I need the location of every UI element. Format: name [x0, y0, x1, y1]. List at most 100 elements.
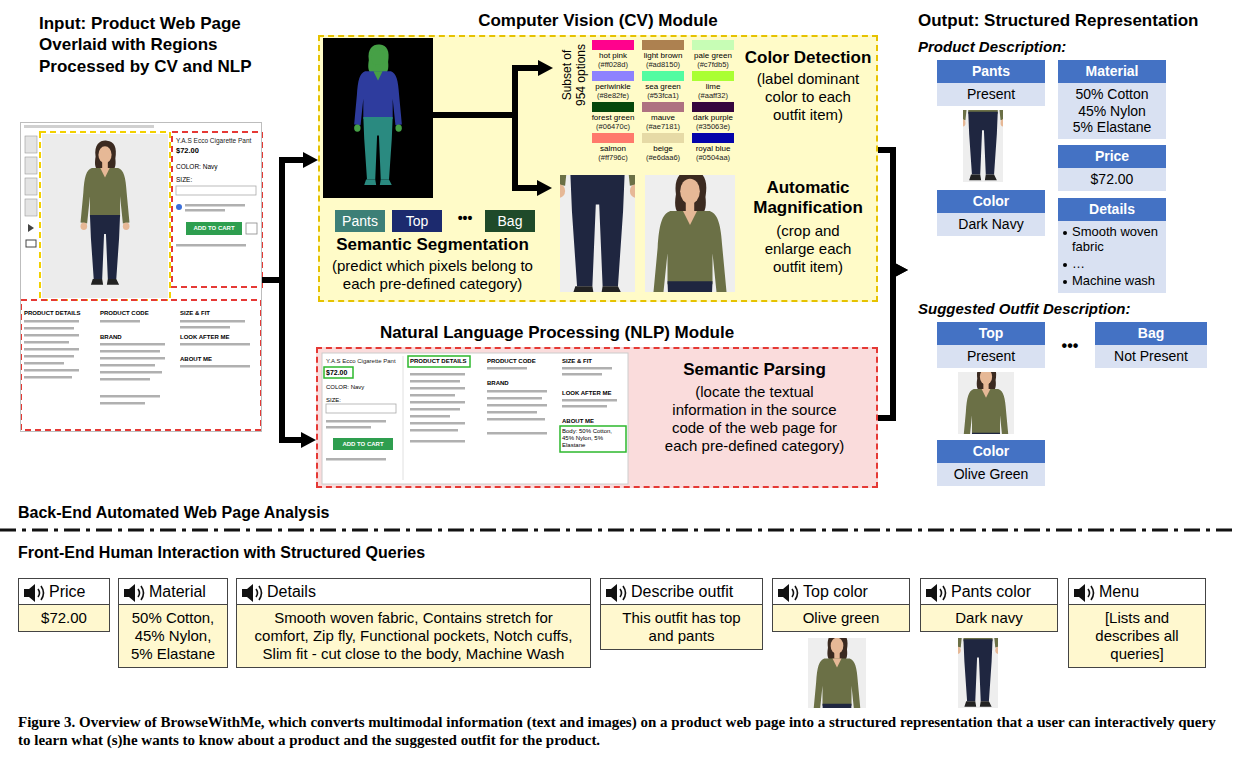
label-text: SIZE & FIT [180, 310, 252, 317]
web-page-screenshot [24, 125, 154, 128]
speaker-icon [38, 586, 44, 600]
label-text: LOOK AFTER ME [180, 334, 252, 341]
label-text: (#e6daa6) [638, 153, 688, 162]
color-legend-item: periwinkle [588, 71, 638, 92]
color-swatch [592, 133, 634, 143]
query-box: Menu[Lists and describes all queries] [1068, 578, 1206, 668]
label-text: (crop and enlarge each outfit item) [758, 222, 858, 276]
card-header: Color [937, 190, 1045, 213]
nlp-screenshot [487, 367, 527, 370]
web-page-screenshot [24, 320, 79, 323]
bullet-dot [1063, 263, 1067, 267]
label-text: COLOR: Navy [176, 163, 256, 171]
segmentation-mask [323, 38, 433, 198]
speaker-icon [940, 586, 946, 600]
label-text: Back-End Automated Web Page Analysis [18, 503, 518, 522]
color-swatch [642, 71, 684, 81]
web-page-screenshot [42, 134, 168, 298]
web-page-screenshot [185, 204, 245, 207]
section-divider [0, 530, 1236, 531]
web-page-screenshot [185, 209, 225, 212]
query-answer: $72.00 [19, 605, 109, 631]
speaker-icon [926, 584, 946, 602]
query-answer: Dark navy [921, 605, 1057, 631]
label-text: Y.A.S Ecco Cigarette Pant [326, 358, 400, 365]
output-thumbnail [942, 359, 1030, 508]
label-text: BRAND [487, 380, 557, 387]
label-text: (#0504aa) [688, 153, 738, 162]
nlp-screenshot [324, 367, 353, 378]
label-text: Suggested Outfit Description: [918, 300, 1218, 318]
web-page-screenshot [26, 240, 36, 247]
web-page-screenshot [100, 371, 162, 374]
query-name: Pants color [921, 579, 1057, 605]
color-name: mauve [638, 113, 688, 123]
flow-arrow [878, 270, 893, 418]
color-legend-item: dark purple [688, 102, 738, 123]
label-text: BRAND [100, 334, 172, 341]
color-swatch [642, 40, 684, 50]
label-text: PRODUCT DETAILS [24, 310, 96, 317]
nlp-screenshot [410, 394, 455, 397]
color-name: light brown [638, 51, 688, 61]
nlp-screenshot [410, 387, 465, 390]
color-legend-item: lime [688, 71, 738, 92]
output-panel: Output: Structured RepresentationPantsPr… [908, 10, 1230, 500]
output-thumbnail [792, 628, 883, 774]
nlp-screenshot [322, 353, 628, 484]
color-legend-item: salmon [588, 133, 638, 154]
nlp-screenshot [562, 405, 607, 408]
query-answer: 50% Cotton, 45% Nylon, 5% Elastane [119, 605, 227, 667]
web-page-screenshot [20, 122, 262, 432]
speaker-icon [778, 584, 798, 602]
color-name: sea green [638, 82, 688, 92]
label-text: (#c7fdb5) [688, 60, 738, 69]
label-text: (#ae7181) [638, 122, 688, 131]
color-swatch [692, 40, 734, 50]
nlp-screenshot [487, 390, 547, 393]
color-legend-item: hot pink [588, 40, 638, 61]
speaker-icon [124, 584, 135, 602]
attribute-card: Price$72.00 [1058, 145, 1166, 191]
segmentation-mask [354, 44, 402, 185]
web-page-screenshot [172, 132, 262, 287]
label-text: (predict which pixels belong to each pre… [320, 257, 545, 293]
label-text: (#06470c) [588, 122, 638, 131]
label-text: (locate the textual information in the s… [657, 383, 852, 455]
query-name: Describe outfit [601, 579, 762, 605]
query-box: Pants colorDark navy [920, 578, 1058, 632]
fork-arrow [433, 65, 538, 191]
input-web-page: Input: Product Web Page Overlaid with Re… [20, 122, 262, 432]
web-page-screenshot [176, 244, 246, 247]
web-page-screenshot [24, 362, 64, 365]
speaker-icon [1074, 584, 1085, 602]
card-header: Color [937, 440, 1045, 463]
web-page-screenshot [81, 141, 130, 285]
query-answer: Smooth woven fabric, Contains stretch fo… [237, 605, 590, 667]
web-page-screenshot [100, 357, 165, 360]
color-swatch [692, 71, 734, 81]
card-header: Price [1058, 145, 1166, 168]
label-text: LOOK AFTER ME [562, 390, 624, 397]
label-text: (#ff028d) [588, 60, 638, 69]
query-name: Menu [1069, 579, 1205, 605]
speaker-icon [606, 584, 626, 602]
color-legend-item: pale green [688, 40, 738, 61]
label-text: (#ad8150) [638, 60, 688, 69]
color-legend-item: beige [638, 133, 688, 154]
color-legend-item: forest green [588, 102, 638, 123]
bullet-dot [1063, 280, 1067, 284]
attribute-card: Material50% Cotton 45% Nylon 5% Elastane [1058, 60, 1166, 139]
chip-label: Bag [485, 210, 535, 232]
web-page-screenshot [246, 223, 257, 234]
speaker-icon [138, 586, 144, 600]
attribute-card: TopPresent [937, 322, 1045, 368]
label-text: PRODUCT CODE [487, 358, 557, 365]
label-text: (#ff796c) [588, 153, 638, 162]
nlp-screenshot [326, 458, 386, 461]
web-page-screenshot [24, 341, 69, 344]
label-text: SIZE: [326, 397, 366, 404]
card-value: 50% Cotton 45% Nylon 5% Elastane [1058, 83, 1166, 139]
flow-arrow [262, 160, 303, 280]
web-page-screenshot [100, 402, 145, 405]
